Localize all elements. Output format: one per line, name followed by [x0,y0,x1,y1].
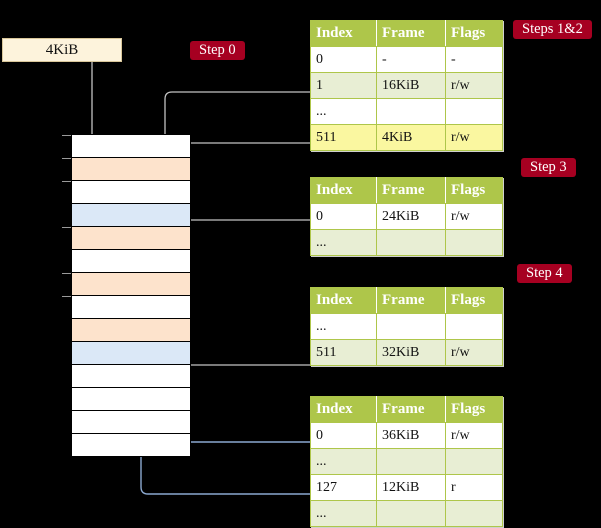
memory-row-6 [71,272,191,296]
memory-tick-2 [62,181,71,182]
cell-flags: r/w [445,203,503,230]
memory-row-12 [71,410,191,434]
cell-flags: r/w [445,72,503,99]
cell-flags [445,500,503,527]
page-table-level-3: Index Frame Flags 0 36KiB r/w ... 127 12… [310,396,503,527]
cell-flags [445,98,503,125]
memory-row-5 [71,249,191,273]
memory-row-8 [71,318,191,342]
col-header-index: Index [310,177,377,204]
cell-flags [445,313,503,340]
col-header-flags: Flags [445,177,503,204]
cell-flags: - [445,46,503,73]
cell-index: 0 [310,203,377,230]
cell-index: 0 [310,422,377,449]
memory-row-4 [71,226,191,250]
memory-row-3 [71,203,191,227]
memory-row-11 [71,387,191,411]
cell-frame: 4KiB [376,124,446,151]
table-row: 1 16KiB r/w [310,72,503,99]
cell-frame [376,229,446,256]
table-row: ... [310,229,503,256]
col-header-flags: Flags [445,396,503,423]
col-header-frame: Frame [376,177,446,204]
cell-frame [376,313,446,340]
col-header-frame: Frame [376,20,446,47]
cell-index: 1 [310,72,377,99]
table-row: ... [310,98,503,125]
memory-row-10 [71,364,191,388]
table-header-row: Index Frame Flags [310,177,503,204]
table-row: 0 24KiB r/w [310,203,503,230]
memory-tick-0 [62,135,71,136]
table-header-row: Index Frame Flags [310,20,503,47]
physical-memory-column [71,134,191,457]
cell-index: ... [310,500,377,527]
memory-row-0 [71,134,191,158]
wire-t0r511-to-mem [165,142,312,151]
cell-flags: r/w [445,124,503,151]
memory-row-1 [71,157,191,181]
cell-frame: 16KiB [376,72,446,99]
col-header-flags: Flags [445,287,503,314]
col-header-frame: Frame [376,396,446,423]
cell-flags: r [445,474,503,501]
table-header-row: Index Frame Flags [310,396,503,423]
cell-index: ... [310,313,377,340]
col-header-index: Index [310,287,377,314]
cell-index: 0 [310,46,377,73]
memory-tick-4 [62,273,71,274]
cell-index: 511 [310,339,377,366]
col-header-index: Index [310,396,377,423]
memory-row-2 [71,180,191,204]
cell-flags: r/w [445,422,503,449]
memory-row-9 [71,341,191,365]
table-row: 511 32KiB r/w [310,339,503,366]
cell-index: ... [310,98,377,125]
badge-step-0: Step 0 [190,41,245,60]
memory-row-13 [71,433,191,457]
page-table-level-1: Index Frame Flags 0 24KiB r/w ... [310,177,503,256]
wire-t1r0-to-mem [178,219,312,299]
table-row: ... [310,448,503,475]
page-table-level-2: Index Frame Flags ... 511 32KiB r/w [310,287,503,366]
cell-frame: 24KiB [376,203,446,230]
memory-tick-3 [62,227,71,228]
col-header-flags: Flags [445,20,503,47]
wire-t2r511-to-mem [178,306,312,366]
cell-index: 511 [310,124,377,151]
cell-frame: 12KiB [376,474,446,501]
table-row: 511 4KiB r/w [310,124,503,151]
cell-index: 127 [310,474,377,501]
cell-flags [445,229,503,256]
badge-step-4: Step 4 [517,264,572,283]
cell-index: ... [310,229,377,256]
table-row: 0 36KiB r/w [310,422,503,449]
col-header-frame: Frame [376,287,446,314]
memory-row-7 [71,295,191,319]
table-row: 0 - - [310,46,503,73]
cell-frame: 32KiB [376,339,446,366]
badge-step-3: Step 3 [521,158,576,177]
cell-flags [445,448,503,475]
col-header-index: Index [310,20,377,47]
table-row: 127 12KiB r [310,474,503,501]
table-row: ... [310,500,503,527]
cell-frame [376,500,446,527]
cell-flags: r/w [445,339,503,366]
page-table-level-0: Index Frame Flags 0 - - 1 16KiB r/w ... [310,20,503,151]
cell-frame [376,98,446,125]
cell-frame: 36KiB [376,422,446,449]
table-row: ... [310,313,503,340]
source-frame-box: 4KiB [2,38,122,62]
cell-frame [376,448,446,475]
memory-tick-1 [62,158,71,159]
badge-steps-1-2: Steps 1&2 [513,20,592,39]
table-header-row: Index Frame Flags [310,287,503,314]
cell-index: ... [310,448,377,475]
memory-tick-5 [62,296,71,297]
cell-frame: - [376,46,446,73]
